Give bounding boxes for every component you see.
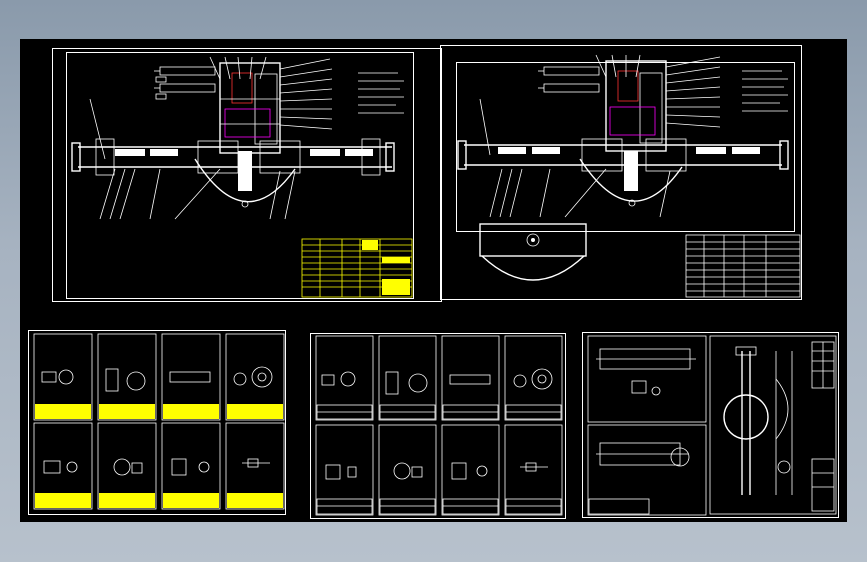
technical-notes-right (742, 70, 788, 112)
assembly-drawing-left[interactable] (20, 39, 847, 522)
part-sheet-b1[interactable] (315, 335, 374, 421)
assembly-drawing-left-frame[interactable] (52, 48, 442, 302)
part-sheet-b4[interactable] (504, 335, 563, 421)
part-sheet-c2[interactable] (587, 424, 707, 516)
cad-model-space[interactable] (20, 39, 847, 522)
part-sheet-a8[interactable] (225, 422, 285, 510)
base-dome-view (479, 223, 587, 281)
assembly-drawing-right[interactable] (20, 39, 847, 522)
drive-shaft-right (457, 138, 789, 172)
hydraulic-cylinder-left (154, 66, 216, 100)
parts-group-a[interactable] (20, 39, 847, 522)
assembly-drawing-right-border (456, 62, 795, 232)
parts-group-b[interactable] (20, 39, 847, 522)
part-sheet-c3[interactable] (709, 335, 837, 515)
parts-group-c-frame[interactable] (582, 332, 839, 518)
title-block-right[interactable] (685, 234, 801, 298)
drive-shaft-left (71, 138, 395, 176)
part-sheet-b6[interactable] (378, 424, 437, 516)
part-sheet-b5[interactable] (315, 424, 374, 516)
assembly-drawing-left-border (66, 52, 414, 299)
balloon-leaders-right (479, 54, 721, 218)
assembly-drawing-right-frame[interactable] (440, 45, 802, 300)
title-block-left[interactable] (301, 238, 413, 298)
parts-group-a-frame[interactable] (28, 330, 286, 515)
part-sheet-c1[interactable] (587, 335, 707, 423)
arc-sweep-right (579, 158, 683, 202)
technical-notes-left (358, 72, 404, 114)
gear-housing-right (605, 60, 667, 191)
part-sheet-b2[interactable] (378, 335, 437, 421)
part-sheet-a4[interactable] (225, 333, 285, 421)
part-sheet-a6[interactable] (97, 422, 157, 510)
gear-housing-left (219, 62, 281, 191)
part-sheet-a2[interactable] (97, 333, 157, 421)
part-sheet-a3[interactable] (161, 333, 221, 421)
part-sheet-b3[interactable] (441, 335, 500, 421)
part-sheet-a7[interactable] (161, 422, 221, 510)
parts-group-c[interactable] (20, 39, 847, 522)
part-sheet-a5[interactable] (33, 422, 93, 510)
part-sheet-b8[interactable] (504, 424, 563, 516)
balloon-leaders-left (89, 56, 333, 220)
part-sheet-b7[interactable] (441, 424, 500, 516)
hydraulic-cylinder-right (538, 66, 600, 93)
parts-group-b-frame[interactable] (310, 333, 566, 519)
part-sheet-a1[interactable] (33, 333, 93, 421)
